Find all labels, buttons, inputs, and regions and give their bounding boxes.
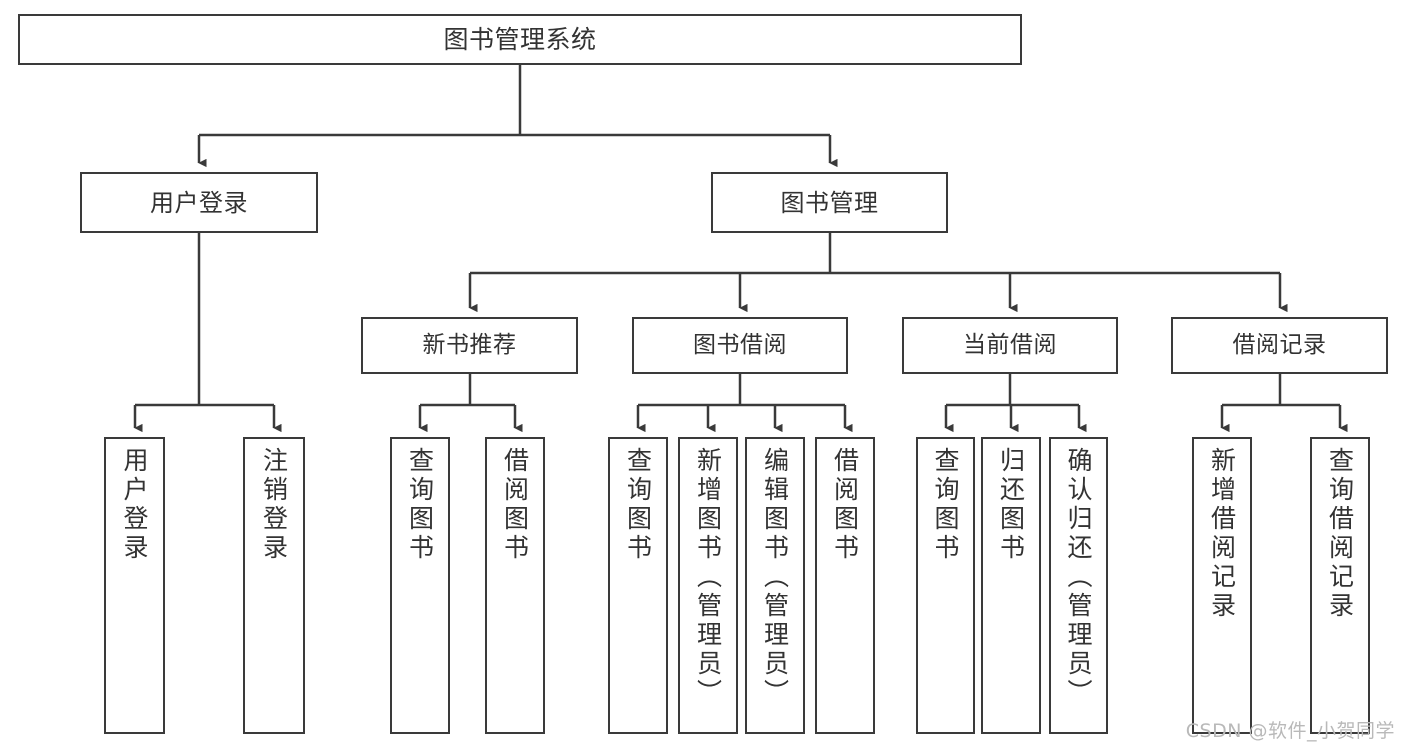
node-f_d1[interactable]: 查询图书 xyxy=(916,437,975,734)
node-label: 查询借阅记录 xyxy=(1325,447,1355,621)
node-label: 新书推荐 xyxy=(422,332,517,359)
node-label: 查询图书 xyxy=(405,447,435,563)
edge-paths xyxy=(133,65,1348,433)
node-f_c4[interactable]: 借阅图书 xyxy=(815,437,875,734)
node-label: 确认归还（管理员） xyxy=(1064,447,1093,708)
node-label: 图书管理系统 xyxy=(443,24,597,54)
node-f_c1[interactable]: 查询图书 xyxy=(608,437,668,734)
node-l2d[interactable]: 借阅记录 xyxy=(1171,317,1388,374)
node-l2b[interactable]: 图书借阅 xyxy=(632,317,848,374)
node-label: 图书借阅 xyxy=(693,332,787,359)
node-label: 借阅记录 xyxy=(1232,332,1327,359)
node-f_b1[interactable]: 查询图书 xyxy=(390,437,450,734)
node-f_e1[interactable]: 新增借阅记录 xyxy=(1192,437,1252,734)
node-label: 借阅图书 xyxy=(500,447,530,563)
node-label: 注销登录 xyxy=(259,447,289,563)
node-label: 新增图书（管理员） xyxy=(693,447,723,708)
node-root[interactable]: 图书管理系统 xyxy=(18,14,1022,65)
node-f_c2[interactable]: 新增图书（管理员） xyxy=(678,437,738,734)
node-label: 用户登录 xyxy=(150,188,248,217)
node-f_e2[interactable]: 查询借阅记录 xyxy=(1310,437,1370,734)
node-f_c3[interactable]: 编辑图书（管理员） xyxy=(745,437,805,734)
node-f_d3[interactable]: 确认归还（管理员） xyxy=(1049,437,1108,734)
node-label: 查询图书 xyxy=(931,447,960,563)
node-label: 借阅图书 xyxy=(830,447,860,563)
node-l2a[interactable]: 新书推荐 xyxy=(361,317,578,374)
node-l1b[interactable]: 图书管理 xyxy=(711,172,948,233)
node-label: 归还图书 xyxy=(996,447,1026,563)
node-label: 新增借阅记录 xyxy=(1207,447,1237,621)
node-label: 编辑图书（管理员） xyxy=(760,447,790,708)
node-f_a2[interactable]: 注销登录 xyxy=(243,437,305,734)
node-label: 用户登录 xyxy=(120,447,149,563)
node-f_d2[interactable]: 归还图书 xyxy=(981,437,1041,734)
node-label: 当前借阅 xyxy=(963,332,1057,359)
node-l2c[interactable]: 当前借阅 xyxy=(902,317,1118,374)
node-label: 图书管理 xyxy=(780,188,879,217)
node-f_b2[interactable]: 借阅图书 xyxy=(485,437,545,734)
node-f_a1[interactable]: 用户登录 xyxy=(104,437,165,734)
node-label: 查询图书 xyxy=(623,447,653,563)
node-l1a[interactable]: 用户登录 xyxy=(80,172,318,233)
